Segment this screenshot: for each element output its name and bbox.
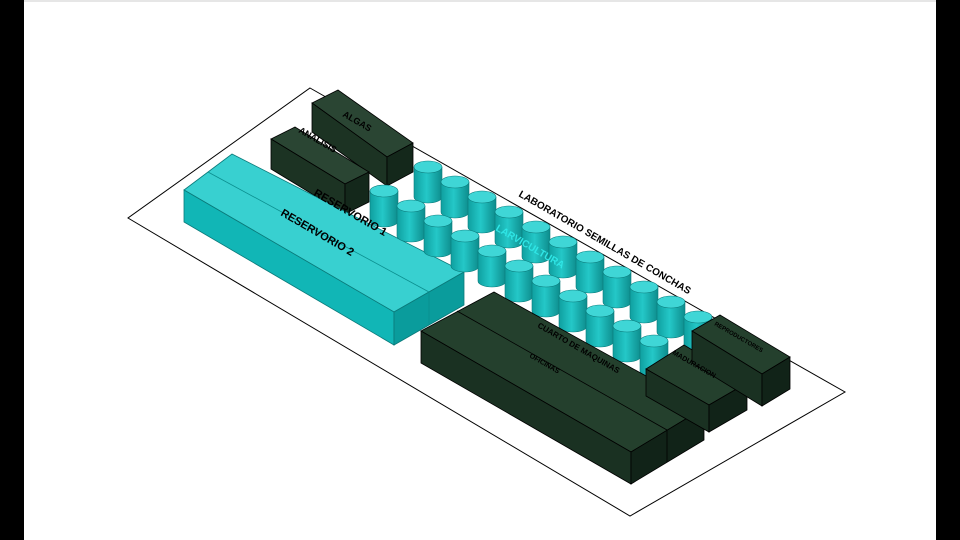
- tank: [531, 274, 561, 318]
- tank: [440, 175, 470, 219]
- tank: [423, 214, 453, 258]
- building-analisis: [270, 126, 370, 215]
- tank: [413, 160, 443, 204]
- tank: [477, 244, 507, 288]
- tank: [450, 229, 480, 273]
- tank: [521, 220, 551, 264]
- building-maduracion: [645, 344, 748, 433]
- tank: [548, 235, 578, 279]
- building-reproductores: [691, 314, 791, 407]
- tank: [467, 190, 497, 234]
- tank: [629, 280, 659, 324]
- building-algas: [311, 89, 414, 187]
- tank: [558, 289, 588, 333]
- tank: [369, 184, 399, 228]
- tank: [575, 250, 605, 294]
- top-border: [24, 0, 936, 2]
- canvas: ALGAS ANALISIS RESERVORIO 1 RESERVORIO 2…: [24, 0, 936, 540]
- tank: [612, 319, 642, 363]
- site-outline: [127, 87, 847, 517]
- tank: [602, 265, 632, 309]
- isometric-site-plan: ALGAS ANALISIS RESERVORIO 1 RESERVORIO 2…: [127, 87, 847, 517]
- tank: [656, 295, 686, 339]
- building-cuarto-oficinas: [420, 291, 705, 485]
- tank: [494, 205, 524, 249]
- building-reservorios: [183, 153, 465, 346]
- tank: [396, 199, 426, 243]
- tank: [585, 304, 615, 348]
- tank: [504, 259, 534, 303]
